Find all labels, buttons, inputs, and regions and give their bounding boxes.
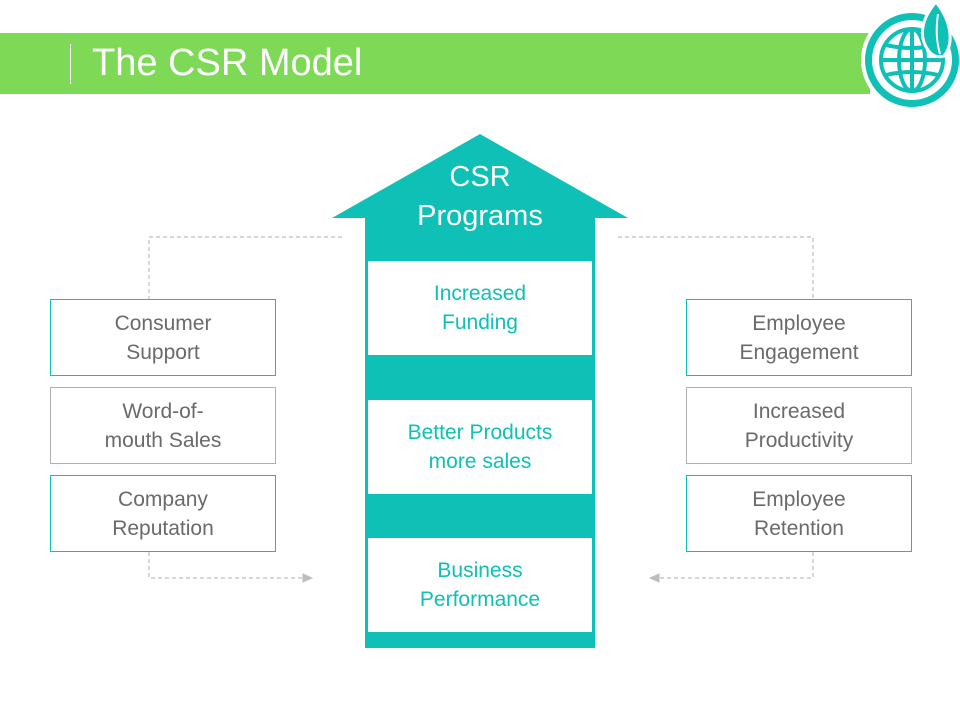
- box-line1: Word-of-: [122, 399, 204, 423]
- center-box-performance: Business Performance: [368, 538, 592, 632]
- arrow-head: [332, 134, 628, 218]
- arrow-label-line1: CSR: [449, 161, 511, 193]
- center-box-line1: Increased: [433, 282, 527, 305]
- right-box-employee-retention: Employee Retention: [686, 475, 912, 552]
- right-box-employee-engagement: Employee Engagement: [686, 299, 912, 376]
- box-line2: Engagement: [739, 340, 859, 364]
- center-box-line1: Better Products: [407, 421, 553, 444]
- center-box-line1: Business: [437, 559, 523, 582]
- box-line2: Retention: [754, 516, 844, 540]
- box-line1: Consumer: [114, 311, 212, 335]
- title-bar: [0, 33, 870, 94]
- box-line1: Employee: [752, 311, 846, 335]
- center-box-products: Better Products more sales: [368, 400, 592, 494]
- box-line2: Productivity: [744, 428, 854, 452]
- center-box-line2: Performance: [419, 588, 541, 611]
- box-line1: Employee: [752, 487, 846, 511]
- center-box-line2: more sales: [428, 450, 532, 473]
- arrow-label: CSR Programs: [365, 158, 595, 236]
- left-box-word-of-mouth: Word-of- mouth Sales: [50, 387, 276, 464]
- box-line2: mouth Sales: [104, 428, 222, 452]
- box-line2: Support: [126, 340, 200, 364]
- title-divider: [70, 44, 71, 84]
- arrow-label-line2: Programs: [417, 200, 543, 232]
- box-line1: Company: [118, 487, 208, 511]
- center-box-funding: Increased Funding: [368, 261, 592, 355]
- center-box-line2: Funding: [442, 311, 518, 334]
- left-box-consumer-support: Consumer Support: [50, 299, 276, 376]
- globe-leaf-icon: [861, 0, 960, 108]
- box-line1: Increased: [752, 399, 846, 423]
- page-title: The CSR Model: [92, 42, 363, 84]
- right-box-increased-productivity: Increased Productivity: [686, 387, 912, 464]
- box-line2: Reputation: [112, 516, 214, 540]
- left-box-company-reputation: Company Reputation: [50, 475, 276, 552]
